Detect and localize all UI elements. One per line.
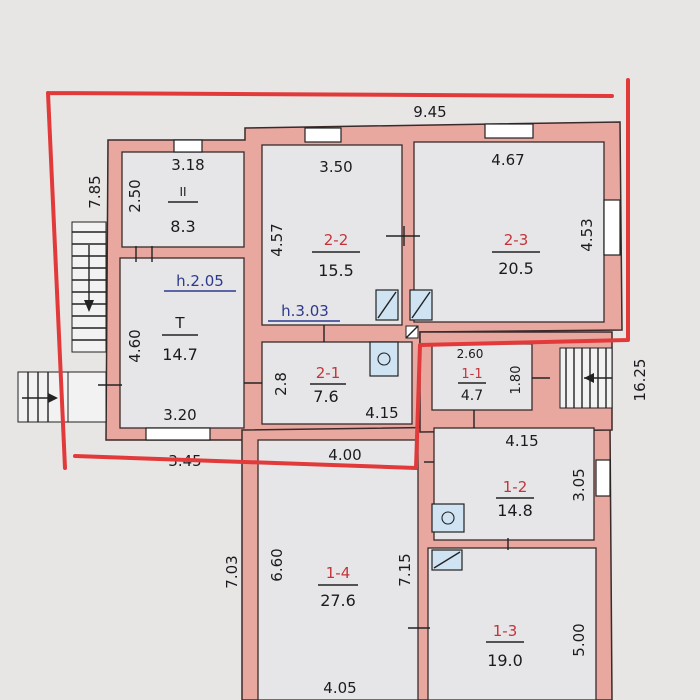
room-1-3-area: 19.0 <box>487 651 523 670</box>
room-2-3-width: 4.67 <box>491 151 524 169</box>
room-t-id: T <box>174 314 185 332</box>
room-2-2-height: 4.57 <box>268 223 286 256</box>
room-1-3-labels: 1-3 19.0 5.00 <box>486 622 588 670</box>
windows <box>145 123 621 497</box>
room-2-2-area: 15.5 <box>318 261 354 280</box>
room-ii-width: 3.18 <box>171 156 204 174</box>
room-2-3 <box>413 141 605 323</box>
room-1-2-id: 1-2 <box>503 478 528 496</box>
room-1-1-height: 1.80 <box>509 366 524 395</box>
room-2-1-area: 7.6 <box>313 387 338 406</box>
room-1-2 <box>433 427 595 541</box>
room-2-2-labels: 3.50 4.57 2-2 15.5 h.3.03 <box>268 158 360 322</box>
room-1-3-height: 5.00 <box>570 623 588 656</box>
dim-between: 4.00 <box>328 446 361 464</box>
room-1-4-area: 27.6 <box>320 591 356 610</box>
dim-right-height: 16.25 <box>631 359 649 402</box>
room-1-4-id: 1-4 <box>326 564 351 582</box>
room-t-width: 3.20 <box>163 406 196 424</box>
room-ii-area: 8.3 <box>170 217 195 236</box>
room-2-1-labels: 2.8 2-1 7.6 4.15 <box>272 364 399 422</box>
room-t-labels: h.2.05 4.60 T 14.7 3.20 <box>126 272 236 424</box>
room-ii-id: II <box>179 185 186 199</box>
room-2-3-area: 20.5 <box>498 259 534 278</box>
room-ii-height: 2.50 <box>126 179 144 212</box>
room-1-2-height: 3.05 <box>570 468 588 501</box>
stairs-left <box>71 221 107 353</box>
room-1-1-area: 4.7 <box>461 388 483 404</box>
highlight-outline <box>46 78 630 470</box>
room-2-3-labels: 4.67 4.53 2-3 20.5 <box>491 151 596 278</box>
room-t-area: 14.7 <box>162 345 198 364</box>
room-1-3 <box>427 547 597 700</box>
room-1-3-id: 1-3 <box>493 622 518 640</box>
room-2-3-id: 2-3 <box>504 231 529 249</box>
dim-stair-small: 2.60 <box>457 347 484 361</box>
room-1-4-width: 4.05 <box>323 679 356 697</box>
room-1-1-id: 1-1 <box>461 367 482 382</box>
room-1-1-labels: 1-1 4.7 1.80 <box>458 366 524 404</box>
room-2-3-height: 4.53 <box>578 218 596 251</box>
room-2-1-id: 2-1 <box>316 364 341 382</box>
room-2-2-id: 2-2 <box>324 231 349 249</box>
room-1-4-labels: 6.60 1-4 27.6 4.05 <box>268 548 358 697</box>
room-1-1 <box>431 343 533 411</box>
appliances <box>369 289 465 571</box>
room-ii-labels: 3.18 2.50 II 8.3 <box>126 156 205 236</box>
room-t-height-mark: h.2.05 <box>176 272 224 290</box>
room-1-2-width: 4.15 <box>505 432 538 450</box>
room-1-4 <box>257 439 419 700</box>
rooms <box>119 141 605 700</box>
dim-top-total: 9.45 <box>413 103 446 121</box>
room-1-2-labels: 4.15 1-2 14.8 3.05 <box>496 432 588 520</box>
room-2-1-height: 2.8 <box>272 372 290 396</box>
room-t-height: 4.60 <box>126 329 144 362</box>
room-2-1-width: 4.15 <box>365 404 398 422</box>
dimension-labels: 9.45 7.85 16.25 7.03 4.00 3.45 2.60 7.15 <box>86 103 649 589</box>
room-1-2-area: 14.8 <box>497 501 533 520</box>
room-2-2-width: 3.50 <box>319 158 352 176</box>
room-2-2-height-mark: h.3.03 <box>281 302 329 320</box>
dim-left-height: 7.85 <box>86 175 104 208</box>
room-1-4-height: 6.60 <box>268 548 286 581</box>
stairs-right <box>559 347 613 409</box>
door-marks <box>98 226 550 629</box>
dim-bottom-left: 7.03 <box>223 555 241 588</box>
dim-715: 7.15 <box>396 553 414 586</box>
